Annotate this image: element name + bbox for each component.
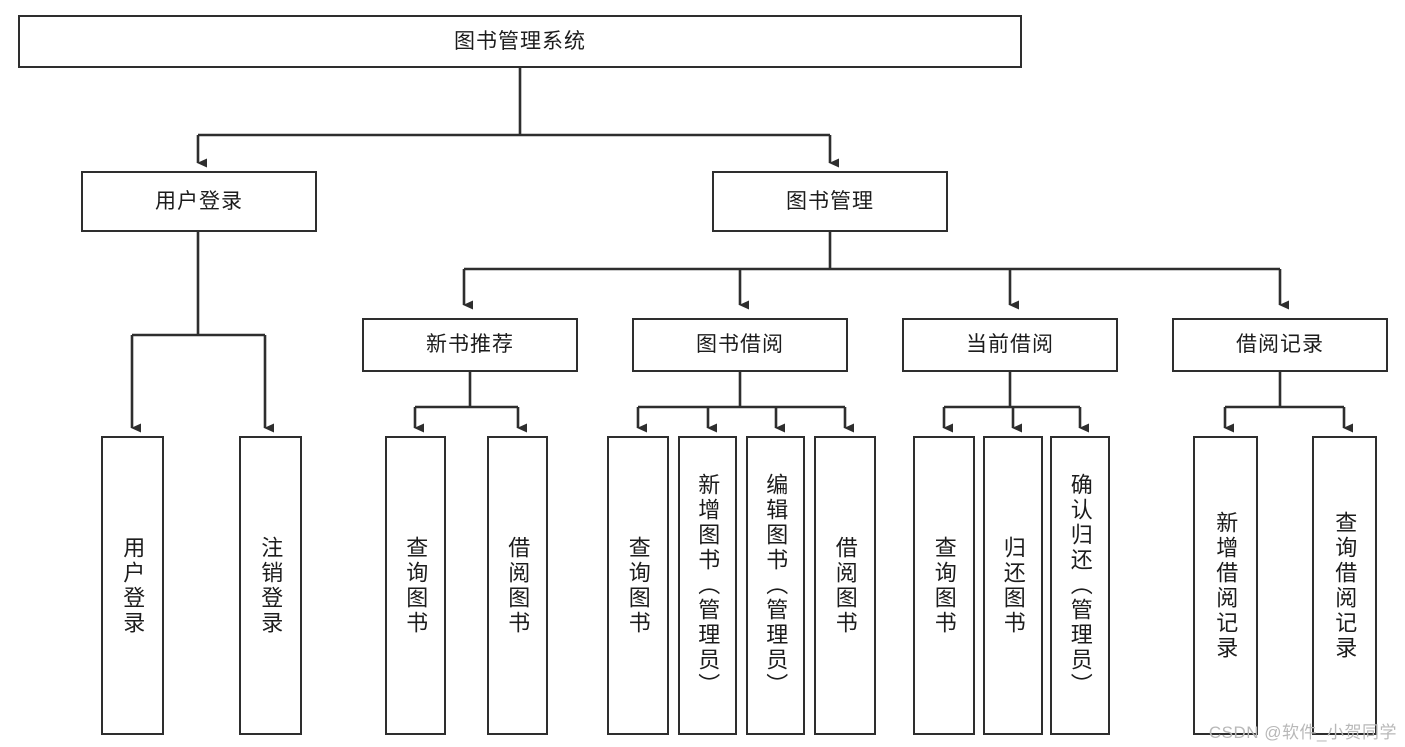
node-leaf-query-book-recommend[interactable]: 查询图书 xyxy=(385,436,446,735)
node-label: 借阅图书 xyxy=(832,535,858,636)
node-user-login[interactable]: 用户登录 xyxy=(81,171,317,232)
node-label: 图书借阅 xyxy=(696,333,784,357)
node-label: 新书推荐 xyxy=(426,333,514,357)
node-root-book-management-system[interactable]: 图书管理系统 xyxy=(18,15,1022,68)
node-label: 确认归还（管理员） xyxy=(1067,473,1093,698)
node-label: 查询借阅记录 xyxy=(1332,510,1358,661)
node-label: 借阅图书 xyxy=(505,535,531,636)
node-leaf-query-book-borrow[interactable]: 查询图书 xyxy=(607,436,669,735)
node-book-borrow[interactable]: 图书借阅 xyxy=(632,318,848,372)
node-new-book-recommend[interactable]: 新书推荐 xyxy=(362,318,578,372)
node-book-management[interactable]: 图书管理 xyxy=(712,171,948,232)
watermark-text: CSDN @软件_小贺同学 xyxy=(1208,723,1397,742)
node-label: 用户登录 xyxy=(120,535,146,636)
node-label: 编辑图书（管理员） xyxy=(763,473,789,698)
node-leaf-user-login[interactable]: 用户登录 xyxy=(101,436,164,735)
node-leaf-return-book[interactable]: 归还图书 xyxy=(983,436,1043,735)
node-label: 借阅记录 xyxy=(1236,333,1324,357)
node-leaf-edit-book-admin[interactable]: 编辑图书（管理员） xyxy=(746,436,805,735)
node-label: 图书管理系统 xyxy=(454,29,586,53)
node-label: 查询图书 xyxy=(931,535,957,636)
node-leaf-query-book-current[interactable]: 查询图书 xyxy=(913,436,975,735)
node-current-borrow[interactable]: 当前借阅 xyxy=(902,318,1118,372)
node-leaf-user-logout[interactable]: 注销登录 xyxy=(239,436,302,735)
node-leaf-add-borrow-record[interactable]: 新增借阅记录 xyxy=(1193,436,1258,735)
node-label: 图书管理 xyxy=(786,189,874,213)
node-leaf-borrow-book[interactable]: 借阅图书 xyxy=(814,436,876,735)
node-leaf-add-book-admin[interactable]: 新增图书（管理员） xyxy=(678,436,737,735)
node-label: 新增图书（管理员） xyxy=(695,473,721,698)
node-label: 注销登录 xyxy=(258,535,284,636)
node-label: 查询图书 xyxy=(625,535,651,636)
node-leaf-query-borrow-record[interactable]: 查询借阅记录 xyxy=(1312,436,1377,735)
node-label: 查询图书 xyxy=(403,535,429,636)
node-label: 归还图书 xyxy=(1000,535,1026,636)
node-label: 当前借阅 xyxy=(966,333,1054,357)
node-borrow-record[interactable]: 借阅记录 xyxy=(1172,318,1388,372)
node-label: 新增借阅记录 xyxy=(1213,510,1239,661)
node-leaf-borrow-book-recommend[interactable]: 借阅图书 xyxy=(487,436,548,735)
node-label: 用户登录 xyxy=(155,189,243,213)
node-leaf-confirm-return-admin[interactable]: 确认归还（管理员） xyxy=(1050,436,1110,735)
